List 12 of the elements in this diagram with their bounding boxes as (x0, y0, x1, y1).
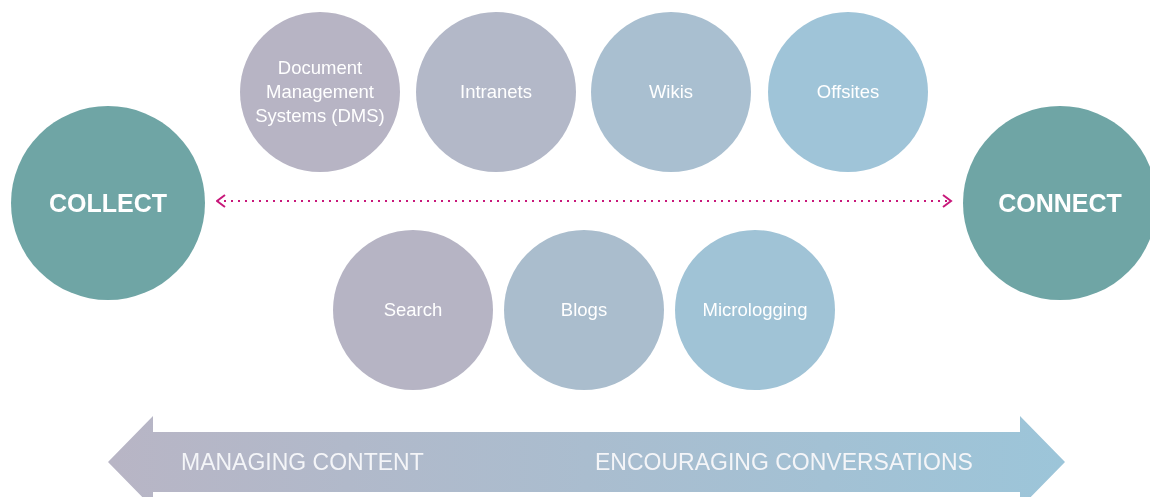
node-label: Micrologging (702, 297, 808, 322)
dotted-double-arrow (216, 194, 952, 208)
node-label: Intranets (460, 79, 532, 104)
node-label: COLLECT (48, 187, 167, 219)
band-label: MANAGING CONTENT (181, 448, 424, 477)
node-label: Blogs (560, 297, 608, 322)
node-label: Search (383, 297, 443, 322)
node-label: Offsites (816, 79, 880, 104)
band-label: ENCOURAGING CONVERSATIONS (595, 448, 973, 477)
node-label: CONNECT (998, 187, 1122, 219)
node-label: Document Management Systems (DMS) (254, 55, 386, 128)
node-label: Wikis (648, 79, 694, 104)
